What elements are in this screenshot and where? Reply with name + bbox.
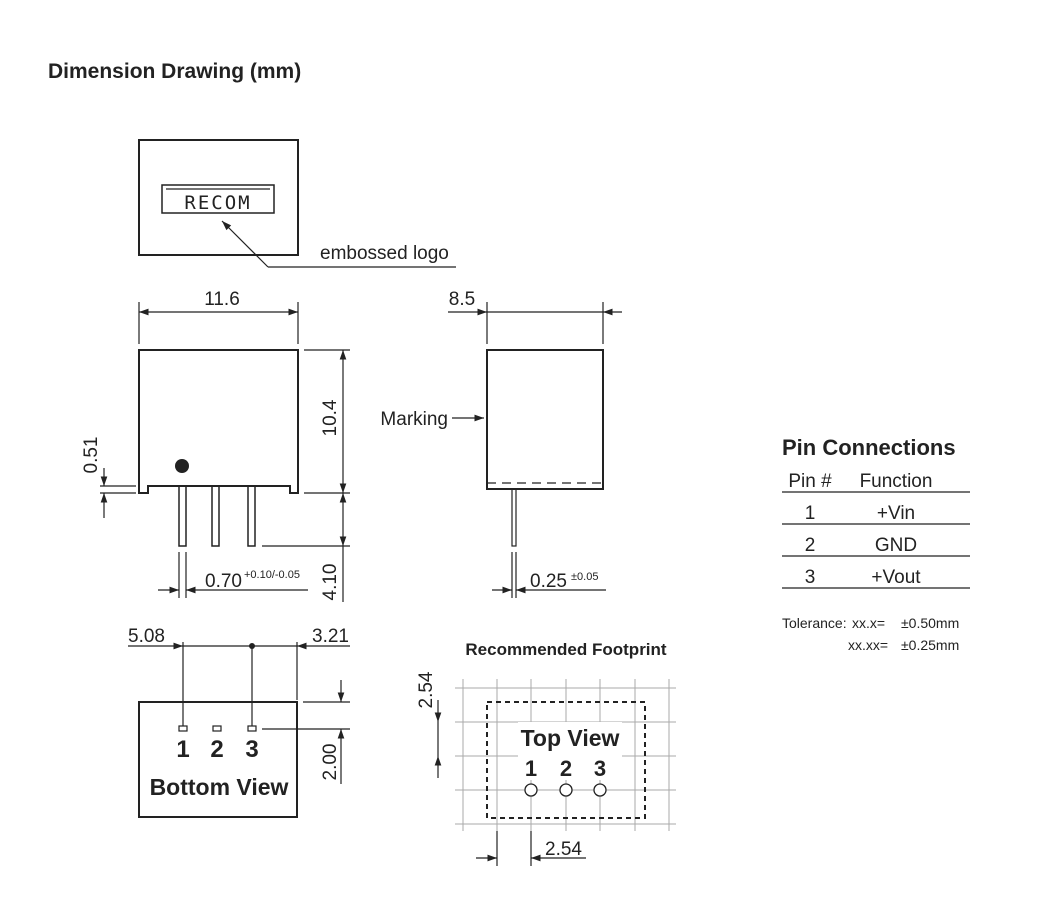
footprint-label-backdrop [518, 722, 622, 780]
front-pin-1 [178, 485, 187, 547]
tolerance-label: Tolerance: [782, 615, 847, 631]
footprint-outline [486, 701, 646, 819]
footprint-v-pitch-label: 2.54 [416, 671, 437, 708]
front-pin-2 [211, 485, 220, 547]
row-offset-label: 2.00 [320, 744, 341, 781]
pin-table-cell-function: +Vin [877, 503, 915, 524]
depth-dim-label: 8.5 [449, 289, 475, 310]
pin-table-title: Pin Connections [782, 435, 956, 460]
footprint-pad-3 [593, 783, 607, 797]
bottom-pin-number-1: 1 [176, 736, 189, 763]
tolerance-note: Tolerance: xx.x= ±0.50mm xx.xx= ±0.25mm [782, 615, 959, 653]
tolerance-format-1: xx.x= [852, 615, 885, 631]
bottom-pin-pad-1 [178, 725, 188, 732]
footprint-h-pitch-label: 2.54 [545, 839, 582, 860]
tolerance-format-2: xx.xx= [848, 637, 888, 653]
marking-label: Marking [380, 409, 448, 430]
footprint-pad-1 [524, 783, 538, 797]
side-pin [511, 488, 517, 547]
logo-callout-label: embossed logo [320, 243, 449, 264]
pin-table-cell-pin: 2 [805, 535, 816, 556]
bottom-pin-number-2: 2 [210, 736, 223, 763]
bottom-body-outline [138, 701, 298, 818]
recom-logo [161, 184, 275, 214]
pin-table-cell-pin: 3 [805, 567, 816, 588]
bottom-pin-pad-3 [247, 725, 257, 732]
bottom-pin-pad-2 [212, 725, 222, 732]
bottom-view-label: Bottom View [150, 774, 289, 800]
left-offset-label: 5.08 [128, 626, 165, 647]
pin1-marker-dot [175, 459, 189, 473]
top-view-label: Top View [521, 725, 620, 751]
pin-thickness-tolerance: ±0.05 [571, 571, 598, 583]
logo-view [138, 139, 456, 268]
pin-table-header-function: Function [860, 471, 933, 492]
tolerance-value-2: ±0.25mm [901, 637, 959, 653]
pin-connections-table: Pin Connections Pin # Function 1 +Vin 2 … [782, 435, 970, 589]
footprint-pad-2 [559, 783, 573, 797]
footprint-pin-number-3: 3 [594, 756, 606, 781]
pin-table-header-pin: Pin # [788, 471, 832, 492]
pin-table-cell-pin: 1 [805, 503, 816, 524]
footprint-pin-number-2: 2 [560, 756, 572, 781]
footprint-pin-number-1: 1 [525, 756, 537, 781]
front-pins [178, 485, 256, 547]
width-dim-label: 11.6 [204, 289, 240, 310]
logo-callout-arrow [221, 220, 269, 268]
pin-table-cell-function: +Vout [871, 567, 921, 588]
bottom-pin-number-3: 3 [245, 736, 258, 763]
logo-text: RECOM [184, 192, 251, 214]
standoff-dim-label: 0.51 [81, 437, 102, 474]
side-body-outline [486, 349, 604, 490]
footprint-title: Recommended Footprint [465, 640, 667, 659]
pin-length-dim-label: 4.10 [320, 564, 341, 601]
pin-width-tolerance: +0.10/-0.05 [244, 569, 300, 581]
front-body-outline [138, 349, 299, 494]
side-view [448, 302, 622, 598]
drawing-title: Dimension Drawing (mm) [48, 60, 301, 83]
bottom-view [128, 642, 350, 818]
bottom-dim-junction-dot [249, 643, 255, 649]
right-offset-label: 3.21 [312, 626, 349, 647]
height-dim-label: 10.4 [320, 399, 341, 436]
pin-thickness-label: 0.25 [530, 571, 567, 592]
front-pin-3 [247, 485, 256, 547]
pin-width-dim-label: 0.70 [205, 571, 242, 592]
pin-table-cell-function: GND [875, 535, 917, 556]
front-view [138, 349, 299, 494]
tolerance-value-1: ±0.50mm [901, 615, 959, 631]
